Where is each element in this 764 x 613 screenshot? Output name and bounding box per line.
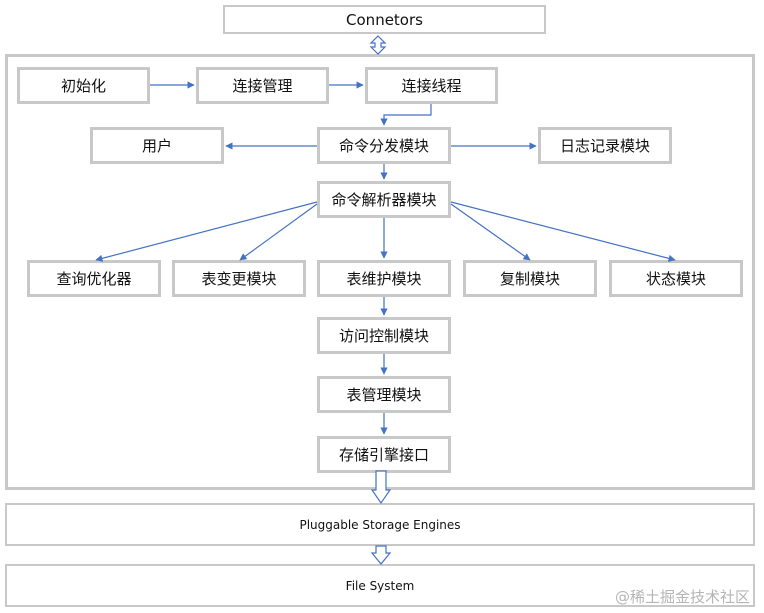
arrow-parser-tablechange <box>239 203 318 261</box>
node-status-label: 状态模块 <box>645 269 706 288</box>
node-user-label: 用户 <box>141 136 172 155</box>
arrow-connthread-dispatch <box>380 104 432 126</box>
double-arrow-icon <box>369 35 387 55</box>
down-arrow-icon-1 <box>370 470 392 505</box>
node-table-mgmt: 表管理模块 <box>317 376 451 413</box>
node-cmd-parser-label: 命令解析器模块 <box>331 190 437 209</box>
file-system-box: File System <box>5 564 755 607</box>
node-status: 状态模块 <box>609 260 743 297</box>
node-log-label: 日志记录模块 <box>559 136 650 155</box>
node-init: 初始化 <box>17 67 150 104</box>
node-conn-thread-label: 连接线程 <box>401 76 462 95</box>
down-arrow-icon-2 <box>370 545 392 565</box>
node-conn-thread: 连接线程 <box>365 67 498 104</box>
node-cmd-dispatch: 命令分发模块 <box>317 127 451 164</box>
node-conn-mgmt: 连接管理 <box>196 67 329 104</box>
node-log: 日志记录模块 <box>538 127 672 164</box>
file-system-label: File System <box>345 578 415 593</box>
node-cmd-dispatch-label: 命令分发模块 <box>338 136 429 155</box>
node-table-change-label: 表变更模块 <box>201 269 277 288</box>
node-query-opt-label: 查询优化器 <box>56 269 132 288</box>
connectors-box: Connetors <box>223 5 546 34</box>
node-cmd-parser: 命令解析器模块 <box>317 181 451 218</box>
storage-engines-box: Pluggable Storage Engines <box>5 503 755 546</box>
arrow-parser-status <box>450 201 676 262</box>
node-init-label: 初始化 <box>60 76 106 95</box>
node-table-maint: 表维护模块 <box>317 260 451 297</box>
watermark: @稀土掘金技术社区 <box>614 588 750 606</box>
node-replication-label: 复制模块 <box>499 269 560 288</box>
storage-engines-label: Pluggable Storage Engines <box>299 517 461 532</box>
node-query-opt: 查询优化器 <box>27 260 161 297</box>
node-access-ctrl-label: 访问控制模块 <box>338 326 429 345</box>
connectors-label: Connetors <box>346 10 423 29</box>
node-user: 用户 <box>90 127 224 164</box>
node-access-ctrl: 访问控制模块 <box>317 317 451 354</box>
arrow-parser-replication <box>450 203 531 261</box>
node-table-change: 表变更模块 <box>172 260 306 297</box>
node-replication: 复制模块 <box>463 260 597 297</box>
node-conn-mgmt-label: 连接管理 <box>232 76 293 95</box>
arrow-parser-queryopt <box>95 201 318 262</box>
node-storage-iface-label: 存储引擎接口 <box>338 445 429 464</box>
node-table-mgmt-label: 表管理模块 <box>346 385 422 404</box>
node-table-maint-label: 表维护模块 <box>346 269 422 288</box>
